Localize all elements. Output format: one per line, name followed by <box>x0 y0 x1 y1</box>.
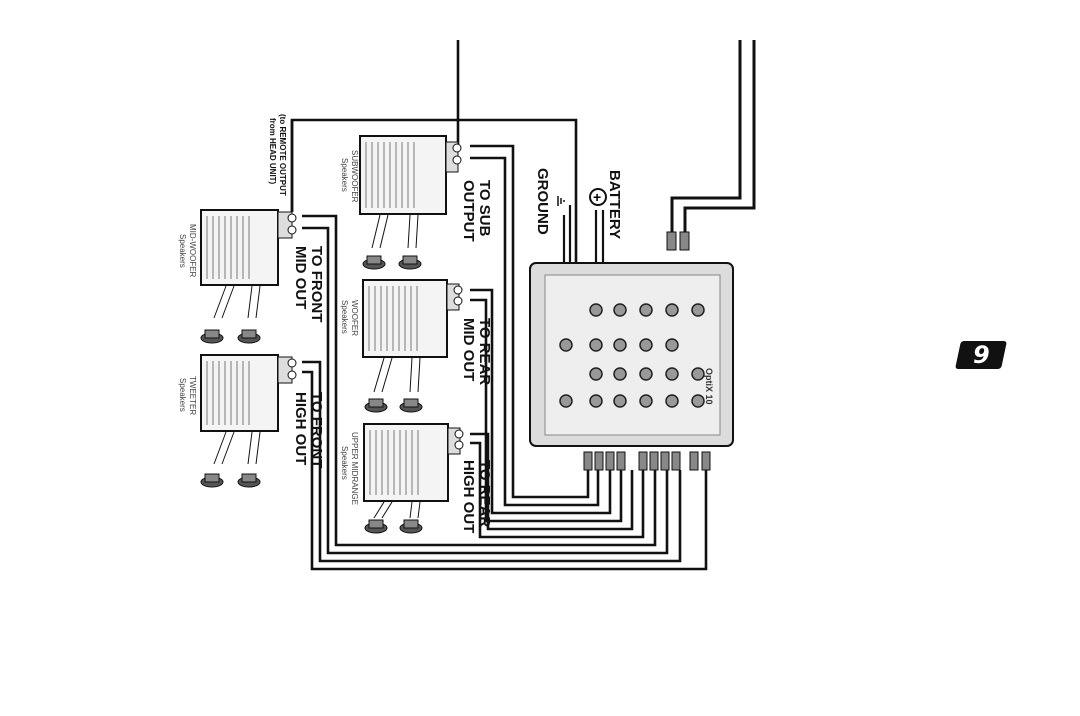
sub-cable-2 <box>470 156 600 507</box>
ground-icon <box>557 196 565 206</box>
amp-body <box>200 354 279 432</box>
input-cable-1 <box>670 40 742 232</box>
amp-name: SUBWOOFER <box>350 150 359 203</box>
remote-label-line1: (to REMOTE OUTPUT <box>278 114 287 196</box>
amp-name: WOOFER <box>350 300 359 336</box>
crossover-unit: OptiX 10 <box>529 231 734 471</box>
amp-sub: Speakers <box>340 158 349 192</box>
front-high-cable-1 <box>302 360 682 563</box>
amp-sub: Speakers <box>178 234 187 268</box>
battery-plus-icon <box>589 188 607 206</box>
label-high-out: HIGH OUT <box>460 460 477 533</box>
label-to-rear-high: TO REAR <box>476 460 493 527</box>
amp-name: MID-WOOFER <box>188 224 197 278</box>
remote-label-line2: from HEAD UNIT) <box>268 118 277 185</box>
amp-woofer: WOOFER Speakers <box>340 279 463 358</box>
output-rca-plugs <box>583 451 711 471</box>
output-labels: TO SUB OUTPUT TO REAR MID OUT TO REAR HI… <box>292 168 623 533</box>
rear-mid-cable-1 <box>470 288 612 515</box>
crossover-model: OptiX 10 <box>704 368 714 405</box>
input-rca-plug <box>666 231 677 251</box>
label-to-rear-mid: TO REAR <box>476 318 493 385</box>
amp-sub: Speakers <box>340 300 349 334</box>
rear-high-cable-2 <box>470 441 645 539</box>
amp-name: TWEETER <box>188 376 197 415</box>
label-to-front-high: TO FRONT <box>308 392 325 468</box>
amp-sub: Speakers <box>340 446 349 480</box>
label-ground: GROUND <box>534 168 551 235</box>
label-battery: BATTERY <box>606 170 623 239</box>
amp-body <box>200 209 279 286</box>
battery-plus-glyph: + <box>593 189 601 205</box>
front-mid-cable-2 <box>302 226 669 555</box>
label-to-front-mid: TO FRONT <box>308 246 325 322</box>
front-high-cable-2 <box>302 370 708 571</box>
amp-sub: Speakers <box>178 378 187 412</box>
label-front-mid-out: MID OUT <box>292 246 309 309</box>
crossover-knobs <box>559 303 705 408</box>
input-cable-2 <box>683 40 756 232</box>
page-number-badge: 9 <box>955 341 1007 369</box>
amp-mid-woofer: MID-WOOFER Speakers <box>178 209 297 286</box>
page-number: 9 <box>972 341 990 369</box>
label-output: OUTPUT <box>460 180 477 242</box>
wire-layer <box>290 40 756 571</box>
speaker-group <box>200 214 423 534</box>
rear-mid-cable-2 <box>470 298 623 523</box>
remote-wire-branch <box>458 118 578 270</box>
amp-tweeter: TWEETER Speakers <box>178 354 297 432</box>
amp-upper-midrange: UPPER MIDRANGE Speakers <box>340 423 464 505</box>
rear-high-cable-1 <box>470 432 634 531</box>
remote-label: (to REMOTE OUTPUT from HEAD UNIT) <box>268 114 287 196</box>
label-mid-out: MID OUT <box>460 318 477 381</box>
input-rca-plug <box>679 231 690 251</box>
front-mid-cable-1 <box>302 214 657 547</box>
label-to-sub: TO SUB <box>476 180 493 237</box>
amp-subwoofer: SUBWOOFER Speakers <box>340 135 462 215</box>
amp-body <box>359 135 447 215</box>
label-front-high-out: HIGH OUT <box>292 392 309 465</box>
amp-name: UPPER MIDRANGE <box>350 432 359 505</box>
sub-cable-1 <box>470 144 590 499</box>
